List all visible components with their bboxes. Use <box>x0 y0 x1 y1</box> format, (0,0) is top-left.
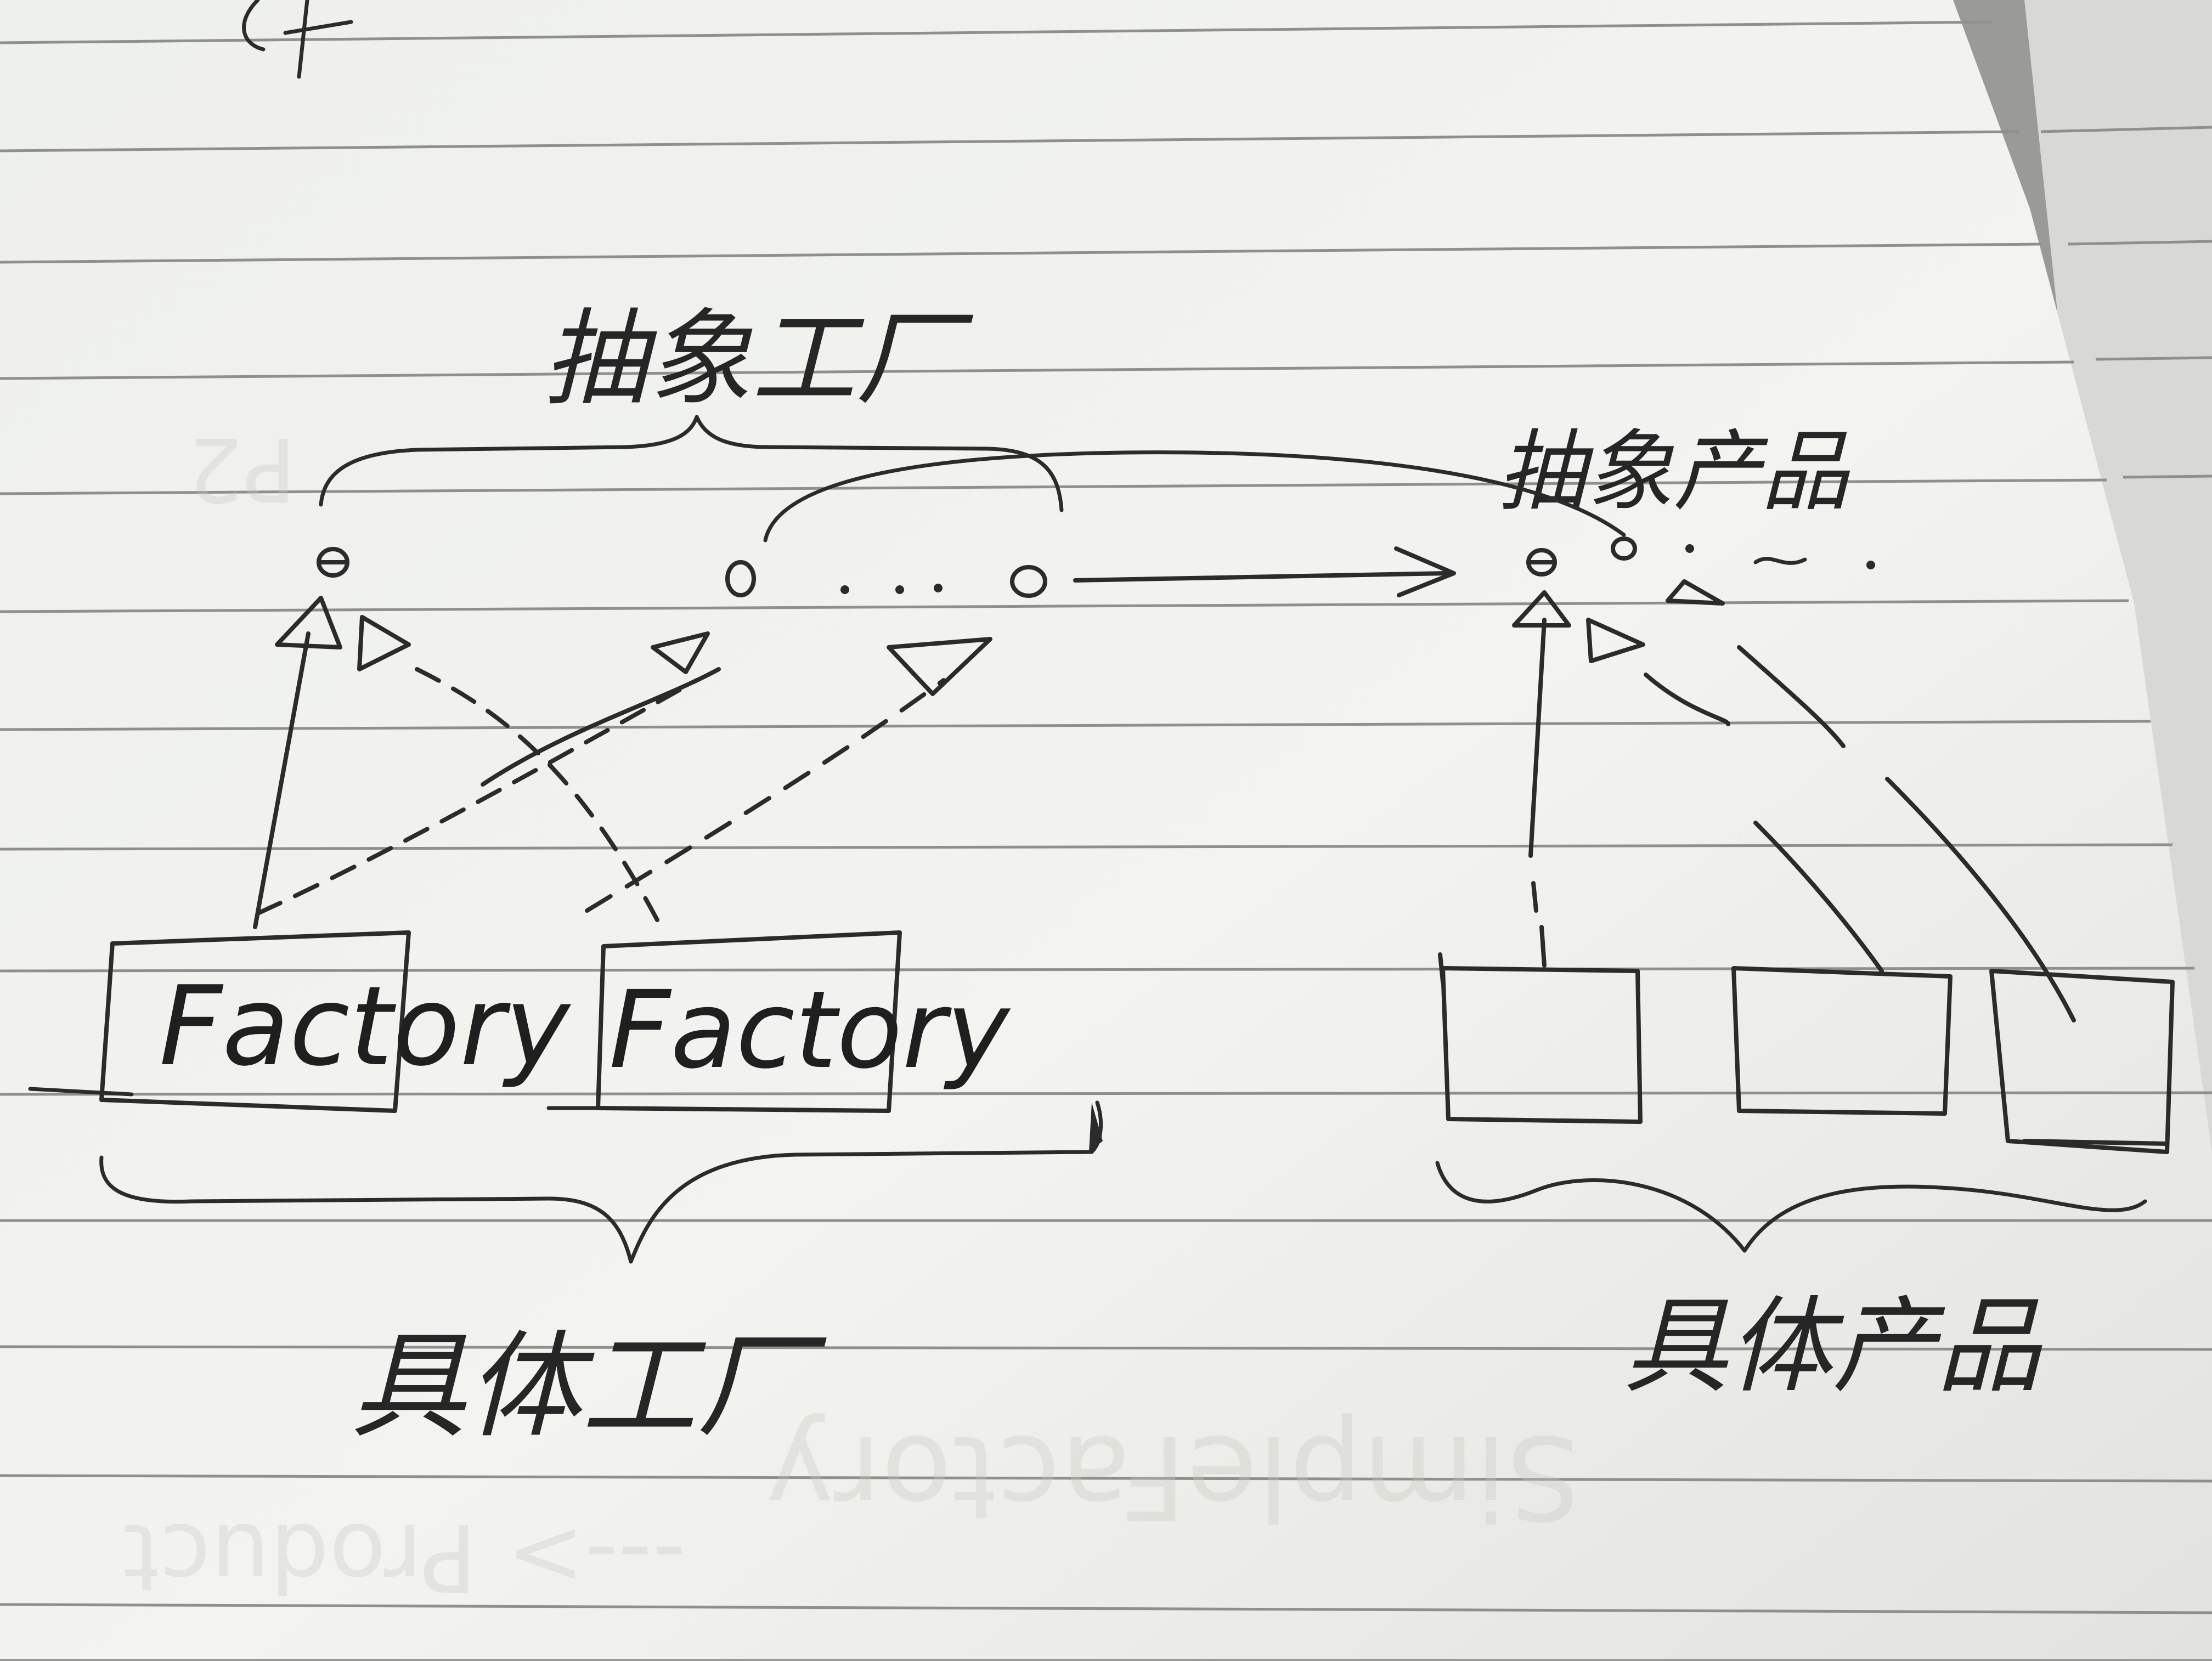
product-line-2 <box>1644 673 1730 726</box>
product-box-2 <box>1731 966 1953 1116</box>
product-dashed-line-1a <box>1531 881 1538 913</box>
product-line-3 <box>1737 645 1846 748</box>
factory-box-1-label: Factory <box>159 963 572 1091</box>
concrete-factory-label: 具体工厂 <box>351 1319 827 1454</box>
bleed-text-p2: P2 <box>188 418 296 521</box>
tilde-mark <box>1753 557 1807 565</box>
abstract-factory-node-3 <box>1010 565 1047 598</box>
dependency-line-2 <box>256 678 699 916</box>
corner-scribble-3 <box>283 20 353 35</box>
corner-scribble-2 <box>297 0 309 79</box>
product-box-3 <box>1989 969 2175 1154</box>
product-inherit-line-1 <box>1528 618 1547 858</box>
connecting-arc <box>763 450 1626 543</box>
association-arrow-line <box>1073 571 1451 583</box>
factory-box-2-label: Factory <box>609 968 1011 1092</box>
product-inherit-triangle-1 <box>1512 590 1571 628</box>
product-line-2b <box>1753 821 1884 973</box>
product-box-1 <box>1441 966 1643 1124</box>
abstract-product-label: 抽象产品 <box>1498 420 1850 523</box>
product-line-3b <box>1885 777 2076 1022</box>
abstract-factory-node-2 <box>725 560 756 597</box>
dependency-triangle-1 <box>357 615 411 671</box>
concrete-factory-brace <box>99 1100 1103 1264</box>
dependency-triangle-3 <box>887 637 992 696</box>
factory-box-1: Factory <box>28 930 572 1113</box>
ellipsis-dots <box>840 544 1875 594</box>
dependency-line-4 <box>585 678 946 913</box>
dependency-line-3 <box>481 667 721 787</box>
factory-1-inherit-triangle <box>275 596 342 649</box>
ruled-lines <box>0 20 2212 1614</box>
association-arrow-head <box>1394 546 1456 597</box>
concrete-product-label: 具体产品 <box>1624 1286 2042 1407</box>
bleed-through-writing: SimpleFactory ---> Product P2 <box>123 418 1580 1611</box>
abstract-factory-label: 抽象工厂 <box>543 298 974 420</box>
bleed-text-product: ---> Product <box>123 1502 686 1611</box>
product-dashed-line-1b <box>1539 925 1547 968</box>
concrete-product-brace <box>1435 1161 2147 1253</box>
dependency-triangle-2 <box>651 631 710 674</box>
product-triangle-3 <box>1666 579 1725 606</box>
factory-1-inherit-line <box>253 631 311 929</box>
bleed-text-simplefactory: SimpleFactory <box>766 1410 1580 1544</box>
product-box-3-underline <box>2022 1139 2169 1146</box>
corner-scribble-1 <box>242 0 266 52</box>
abstract-product-node-2 <box>1611 536 1637 561</box>
product-triangle-2 <box>1586 618 1645 663</box>
product-box-1-top <box>1438 952 1445 984</box>
concrete-factory-brace-tip <box>1089 1103 1103 1152</box>
factory-box-2: Factory <box>546 930 1011 1113</box>
